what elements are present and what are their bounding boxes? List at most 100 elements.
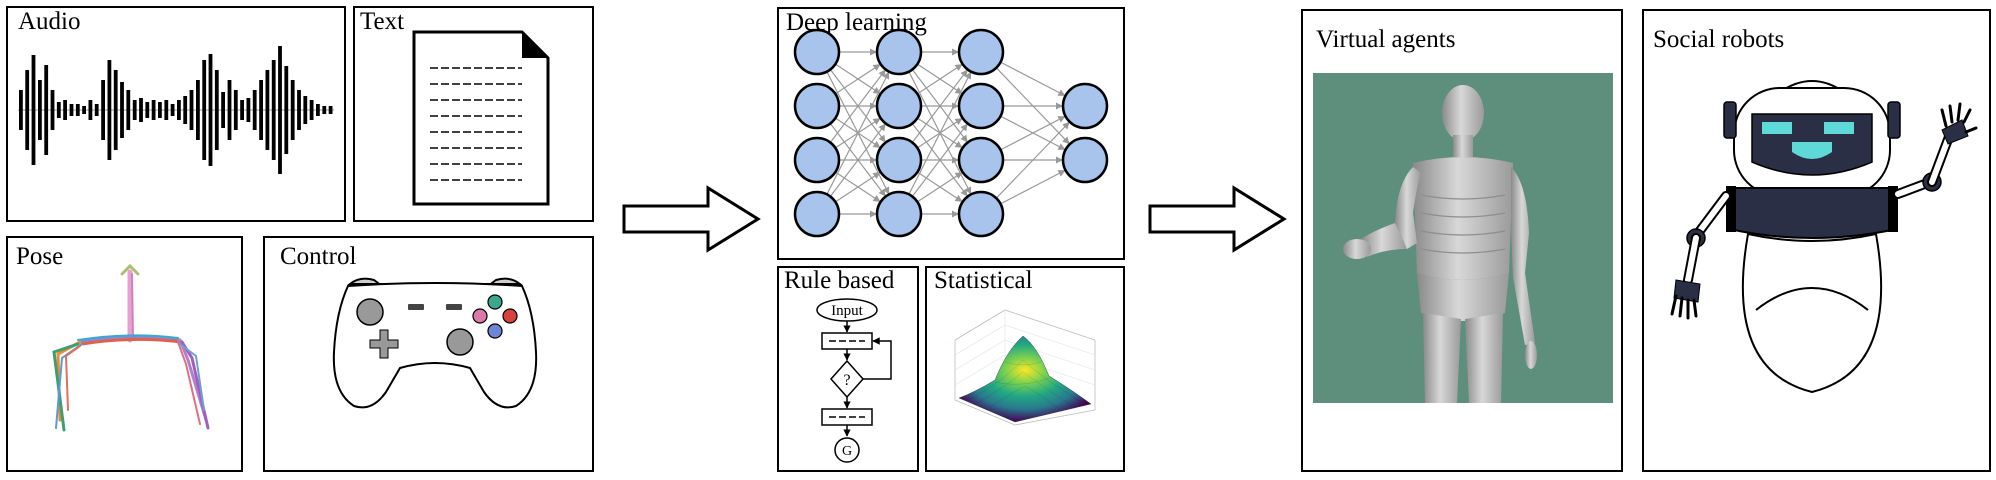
wave-bar — [183, 96, 188, 124]
wave-bar — [316, 104, 320, 116]
wave-bar — [120, 82, 124, 138]
svg-text:.: . — [949, 341, 950, 345]
neural-network — [793, 28, 1109, 238]
wave-bar — [63, 100, 67, 120]
wave-bar — [202, 60, 207, 160]
svg-text:.: . — [949, 355, 950, 359]
nn-neuron — [875, 190, 923, 238]
wave-bar — [233, 90, 238, 130]
flowchart-start: Input — [831, 303, 863, 319]
nn-neuron — [875, 82, 923, 130]
statistical-label: Statistical — [934, 267, 1033, 294]
pose-label: Pose — [16, 243, 64, 270]
wave-bar — [126, 90, 131, 130]
flowchart-end: G — [842, 444, 852, 459]
wave-bar — [303, 96, 308, 124]
wave-bar — [214, 70, 219, 150]
audio-label: Audio — [18, 8, 81, 35]
wave-bar — [328, 106, 333, 114]
wave-bar — [50, 90, 55, 130]
nn-neuron — [793, 28, 841, 76]
wave-bar — [113, 70, 118, 150]
nn-edge — [829, 69, 887, 143]
nn-neuron — [793, 82, 841, 130]
wave-bar — [44, 65, 49, 155]
nn-edge — [829, 123, 887, 197]
wave-bar — [94, 104, 99, 116]
nn-neuron — [875, 28, 923, 76]
arrow-right-icon — [1148, 185, 1287, 253]
wave-bar — [196, 80, 200, 140]
wave-bar — [145, 102, 150, 118]
pad-button-blue — [487, 323, 503, 339]
wave-bar — [56, 102, 61, 118]
nn-edge — [826, 71, 890, 195]
wave-bar — [246, 98, 251, 122]
wave-bar — [240, 100, 244, 120]
pose-panel — [6, 236, 243, 472]
nn-neuron — [793, 190, 841, 238]
nn-edge — [1000, 61, 1066, 97]
wave-bar — [221, 92, 225, 128]
flowchart-decision: ? — [843, 372, 850, 389]
wave-bar — [284, 66, 289, 154]
nn-neuron — [957, 190, 1005, 238]
wave-bar — [297, 90, 301, 130]
wave-bar — [82, 106, 86, 114]
social-robot-illustration — [1670, 80, 1978, 394]
wave-bar — [75, 104, 80, 116]
nn-edge — [908, 71, 972, 195]
wave-bar — [322, 106, 327, 114]
wave-bar — [151, 100, 156, 120]
wave-bar — [278, 46, 282, 174]
flowchart: Input ? G — [816, 298, 892, 463]
nn-neuron — [957, 136, 1005, 184]
wave-bar — [107, 60, 112, 160]
wave-bar — [158, 102, 162, 118]
pad-button-green — [487, 294, 503, 310]
wave-bar — [271, 60, 276, 160]
pose-skeleton — [52, 263, 210, 432]
wave-bar — [19, 90, 23, 130]
audio-panel — [6, 6, 346, 222]
wave-bar — [31, 55, 36, 165]
wave-bar — [189, 90, 194, 130]
nn-edge — [911, 123, 969, 197]
wave-bar — [132, 100, 137, 120]
wave-bar — [164, 100, 169, 120]
nn-neuron — [1061, 82, 1109, 130]
document-icon — [412, 30, 550, 206]
wave-bar — [25, 70, 30, 150]
nn-edge — [835, 171, 881, 203]
wave-bar — [170, 104, 175, 116]
nn-edge — [917, 171, 963, 203]
nn-edge — [1000, 169, 1066, 205]
nn-edge — [835, 63, 881, 95]
wave-bar — [101, 80, 105, 140]
gamepad-icon — [332, 277, 538, 409]
arrow-right-icon — [622, 185, 761, 253]
wave-bar — [265, 70, 270, 150]
svg-text:.: . — [949, 369, 950, 373]
nn-neuron — [957, 82, 1005, 130]
nn-neuron — [957, 28, 1005, 76]
nn-neuron — [875, 136, 923, 184]
wave-bar — [177, 100, 181, 120]
wave-bar — [38, 80, 42, 140]
control-label: Control — [280, 243, 357, 270]
wave-bar — [259, 80, 263, 140]
audio-waveform — [18, 46, 334, 174]
pad-button-pink — [472, 308, 488, 324]
wave-bar — [227, 80, 232, 140]
wave-bar — [252, 90, 257, 130]
pad-button-red — [502, 308, 518, 324]
text-label: Text — [360, 8, 405, 35]
wave-bar — [290, 80, 295, 140]
nn-neuron — [793, 136, 841, 184]
nn-edge — [917, 63, 963, 95]
wave-bar — [309, 100, 314, 120]
nn-edge — [995, 121, 1071, 199]
wave-bar — [88, 100, 93, 120]
rule-based-label: Rule based — [784, 267, 895, 294]
nn-edge — [1000, 115, 1066, 151]
